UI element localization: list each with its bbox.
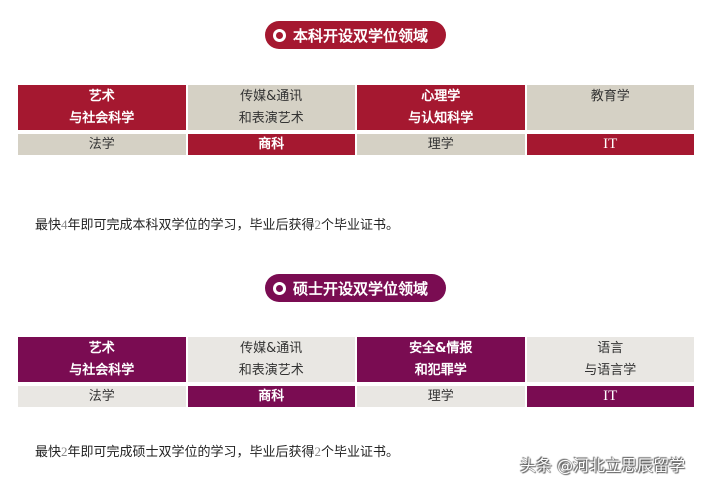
field-cell: IT — [526, 386, 694, 407]
table-row: 法学 商科 理学 IT — [18, 386, 694, 407]
field-line: 心理学 — [421, 89, 461, 104]
note-number: 2 — [61, 444, 68, 459]
field-line: 与社会科学 — [69, 111, 135, 126]
note-number: 2 — [314, 217, 322, 232]
note-number: 4 — [61, 217, 68, 232]
note-text: 年即可完成硕士双学位的学习，毕业后获得 — [67, 444, 315, 459]
field-cell: 语言 与语言学 — [526, 337, 694, 382]
field-line: 与语言学 — [584, 363, 637, 378]
field-cell: IT — [526, 134, 694, 155]
field-cell: 艺术 与社会科学 — [18, 337, 186, 382]
master-title-text: 硕士开设双学位领域 — [293, 279, 429, 298]
table-row: 艺术 与社会科学 传媒&通讯 和表演艺术 安全&情报 和犯罪学 语言 与语言学 — [18, 337, 694, 382]
field-cell: 心理学 与认知科学 — [357, 85, 525, 130]
field-line: 和犯罪学 — [414, 363, 467, 378]
field-line: 教育学 — [590, 89, 630, 104]
table-row: 艺术 与社会科学 传媒&通讯 和表演艺术 心理学 与认知科学 教育学 — [18, 85, 694, 130]
ring-icon — [273, 281, 286, 295]
field-cell: 商科 — [187, 134, 355, 155]
field-line: 和表演艺术 — [238, 111, 304, 126]
bachelor-section-title: 本科开设双学位领域 — [265, 21, 446, 49]
note-text: 最快 — [35, 217, 62, 232]
field-cell: 商科 — [187, 386, 355, 407]
field-line: 艺术 — [88, 341, 115, 356]
field-cell: 教育学 — [526, 85, 694, 130]
field-cell: 艺术 与社会科学 — [18, 85, 186, 130]
master-fields-table: 艺术 与社会科学 传媒&通讯 和表演艺术 安全&情报 和犯罪学 语言 与语言学 … — [18, 337, 694, 407]
master-note: 最快2年即可完成硕士双学位的学习，毕业后获得2个毕业证书。 — [35, 441, 399, 460]
bachelor-fields-table: 艺术 与社会科学 传媒&通讯 和表演艺术 心理学 与认知科学 教育学 法学 商科… — [18, 85, 694, 155]
master-section-title: 硕士开设双学位领域 — [265, 274, 446, 302]
field-cell: 传媒&通讯 和表演艺术 — [187, 85, 355, 130]
field-cell: 理学 — [357, 134, 525, 155]
ring-icon — [273, 28, 286, 42]
field-line: 传媒&通讯 — [240, 89, 303, 104]
field-cell: 法学 — [18, 386, 186, 407]
field-cell: 理学 — [357, 386, 525, 407]
note-number: 2 — [314, 444, 322, 459]
field-cell: 安全&情报 和犯罪学 — [357, 337, 525, 382]
field-line: 艺术 — [88, 89, 115, 104]
note-text: 个毕业证书。 — [321, 444, 400, 459]
field-line: 与社会科学 — [69, 363, 135, 378]
bachelor-title-text: 本科开设双学位领域 — [293, 26, 429, 45]
note-text: 年即可完成本科双学位的学习，毕业后获得 — [67, 217, 315, 232]
watermark: 头条 @河北立思辰留学 — [520, 456, 686, 475]
note-text: 个毕业证书。 — [321, 217, 400, 232]
field-line: 语言 — [597, 341, 624, 356]
field-cell: 法学 — [18, 134, 186, 155]
field-cell: 传媒&通讯 和表演艺术 — [187, 337, 355, 382]
bachelor-note: 最快4年即可完成本科双学位的学习，毕业后获得2个毕业证书。 — [35, 214, 399, 233]
field-line: 安全&情报 — [409, 341, 473, 356]
table-row: 法学 商科 理学 IT — [18, 134, 694, 155]
note-text: 最快 — [35, 444, 62, 459]
field-line: 和表演艺术 — [238, 363, 304, 378]
field-line: 传媒&通讯 — [240, 341, 303, 356]
field-line: 与认知科学 — [408, 111, 474, 126]
